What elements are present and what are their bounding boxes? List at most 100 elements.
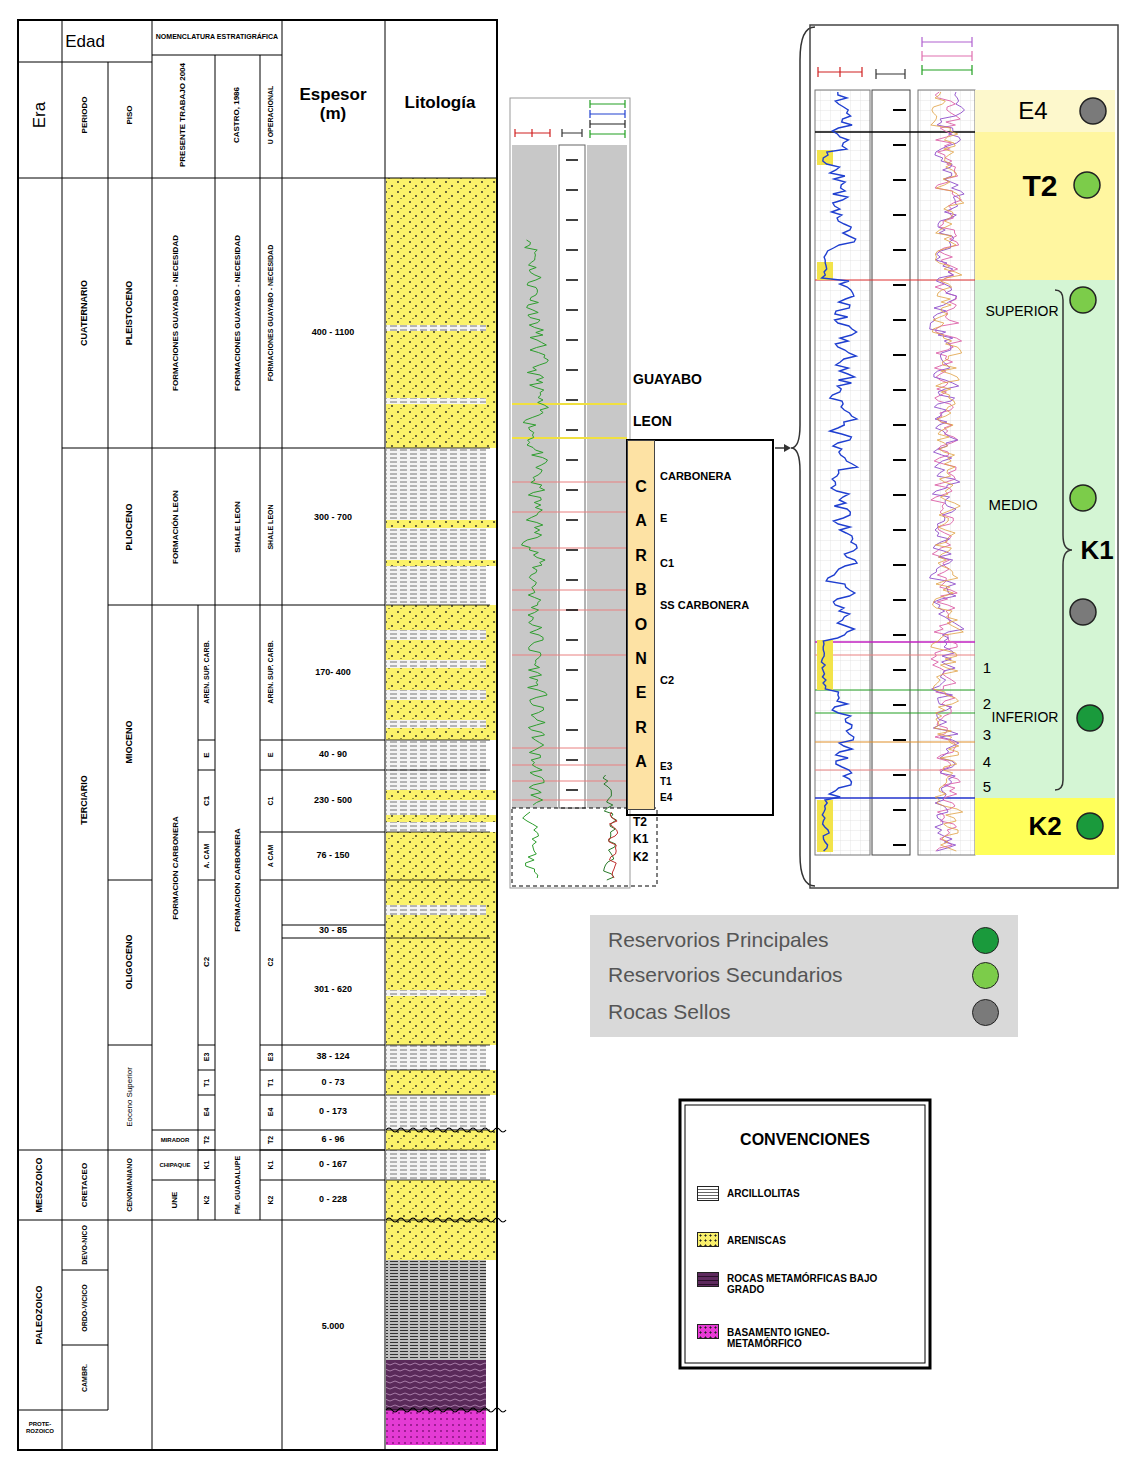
age-label: ORDO-VICICO [81,1284,89,1331]
depth-track [872,90,910,855]
legend-swatch [697,1272,719,1287]
bed-boundary [386,1180,490,1181]
thickness-value: 170- 400 [315,668,351,678]
table-rule [282,832,385,833]
lithology-bed [386,880,496,938]
depth-tick [893,529,906,531]
thickness-value: 38 - 124 [316,1052,349,1062]
table-rule [108,880,152,881]
table-rule [282,20,283,1450]
log-curve [931,92,964,851]
table-rule [18,178,497,179]
legend-panel [590,915,1018,1037]
age-label: PLIOCENO [125,503,135,550]
table-rule [198,740,215,741]
table-rule [198,880,215,881]
legend-frame [685,1105,925,1363]
log-curve [821,92,857,851]
lithology-bed [386,1180,496,1220]
thickness-value: 0 - 173 [319,1107,347,1117]
lithology-bed [386,1260,486,1360]
layer-number: 1 [983,660,991,677]
band-label: CARBONERA [633,470,649,780]
table-rule [282,448,385,449]
legend-text: Reservorios Secundarios [608,963,843,986]
unit-name: AREN. SUP. CARB. [203,640,211,703]
bed-boundary [386,740,490,741]
age-label: OLIGOCENO [125,934,135,989]
depth-tick [566,669,578,671]
bed-boundary [386,1220,490,1221]
thickness-value: 76 - 150 [316,851,349,861]
lithology-bed [386,560,496,566]
thickness-value: 230 - 500 [314,796,352,806]
table-rule [62,448,282,449]
log-unit-label: CARBONERA [660,470,732,482]
band-label: SUPERIOR [985,304,1058,319]
unconformity [386,1408,506,1412]
lithology-bed [386,1150,486,1180]
thickness-value: 30 - 85 [319,926,347,936]
legend-text: ARCILLOLITAS [727,1188,800,1199]
depth-tick [566,549,578,551]
marker-lines [512,404,627,800]
thickness-value: 400 - 1100 [312,328,355,338]
unit-name: SHALE LEON [267,504,275,549]
band-label: K1 [1080,536,1113,565]
unit-name: C1 [267,797,275,806]
depth-tick [566,279,578,281]
table-rule [198,770,215,771]
reservoir-marker [1070,599,1096,625]
age-label: MIOCENO [125,720,135,763]
depth-tick [893,494,906,496]
lithology-bed [386,770,486,832]
lithology-bed [386,1410,486,1445]
legend-text: Reservorios Principales [608,928,829,951]
age-label: MESOZOICO [35,1157,45,1212]
log-unit-label: GUAYABO [633,372,702,387]
table-rule [260,832,282,833]
log-interval-band: SUPERIORMEDIOINFERIORK1 [975,280,1115,798]
lithology-bed [386,720,486,728]
thickness-value: 6 - 96 [321,1135,344,1145]
unit-name: FORMACION CARBONERA [172,816,181,920]
depth-tick [893,144,906,146]
depth-tick [893,704,906,706]
unit-name: SHALE LEON [234,501,243,553]
age-label: Eoceno Superior [126,1067,135,1127]
depth-tick [566,159,578,161]
band-symbols [975,132,1115,280]
unit-name: E [203,752,212,757]
bed-boundary [386,1150,490,1151]
unit-name: C1 [203,796,212,806]
layer-number: 4 [983,754,991,771]
log-interval-band: E4 [975,90,1115,132]
legend-text: Rocas Sellos [608,1000,731,1023]
thickness-value: 5.000 [322,1322,345,1332]
log-unit-label: E4 [660,792,672,803]
table-rule [385,20,386,1450]
unit-name: UNE [171,1192,180,1209]
lithology-bed [386,605,496,740]
depth-tick [566,219,578,221]
table-rule [152,55,282,56]
unit-name: T2 [267,1136,275,1144]
log-track [587,145,627,808]
table-rule [282,1150,385,1151]
unit-name: FORMACIONES GUAYABO - NECESIDAD [234,235,243,391]
legend-text: BASAMENTO IGNEO-METAMÓRFICO [727,1327,897,1349]
depth-tick [566,249,578,251]
log-curve [930,92,965,851]
column-heading: PISO [126,105,135,124]
log-unit-label: E3 [660,761,672,772]
lithology-bed [386,990,486,996]
band-label: T2 [1022,169,1057,202]
column-heading: CASTRO, 1986 [233,87,242,143]
lithology-bed [386,790,496,800]
column-heading: Era [31,102,50,128]
table-rule [108,1045,152,1046]
depth-tick [566,789,578,791]
band-label: K2 [1028,812,1061,841]
table-rule [18,1410,108,1411]
